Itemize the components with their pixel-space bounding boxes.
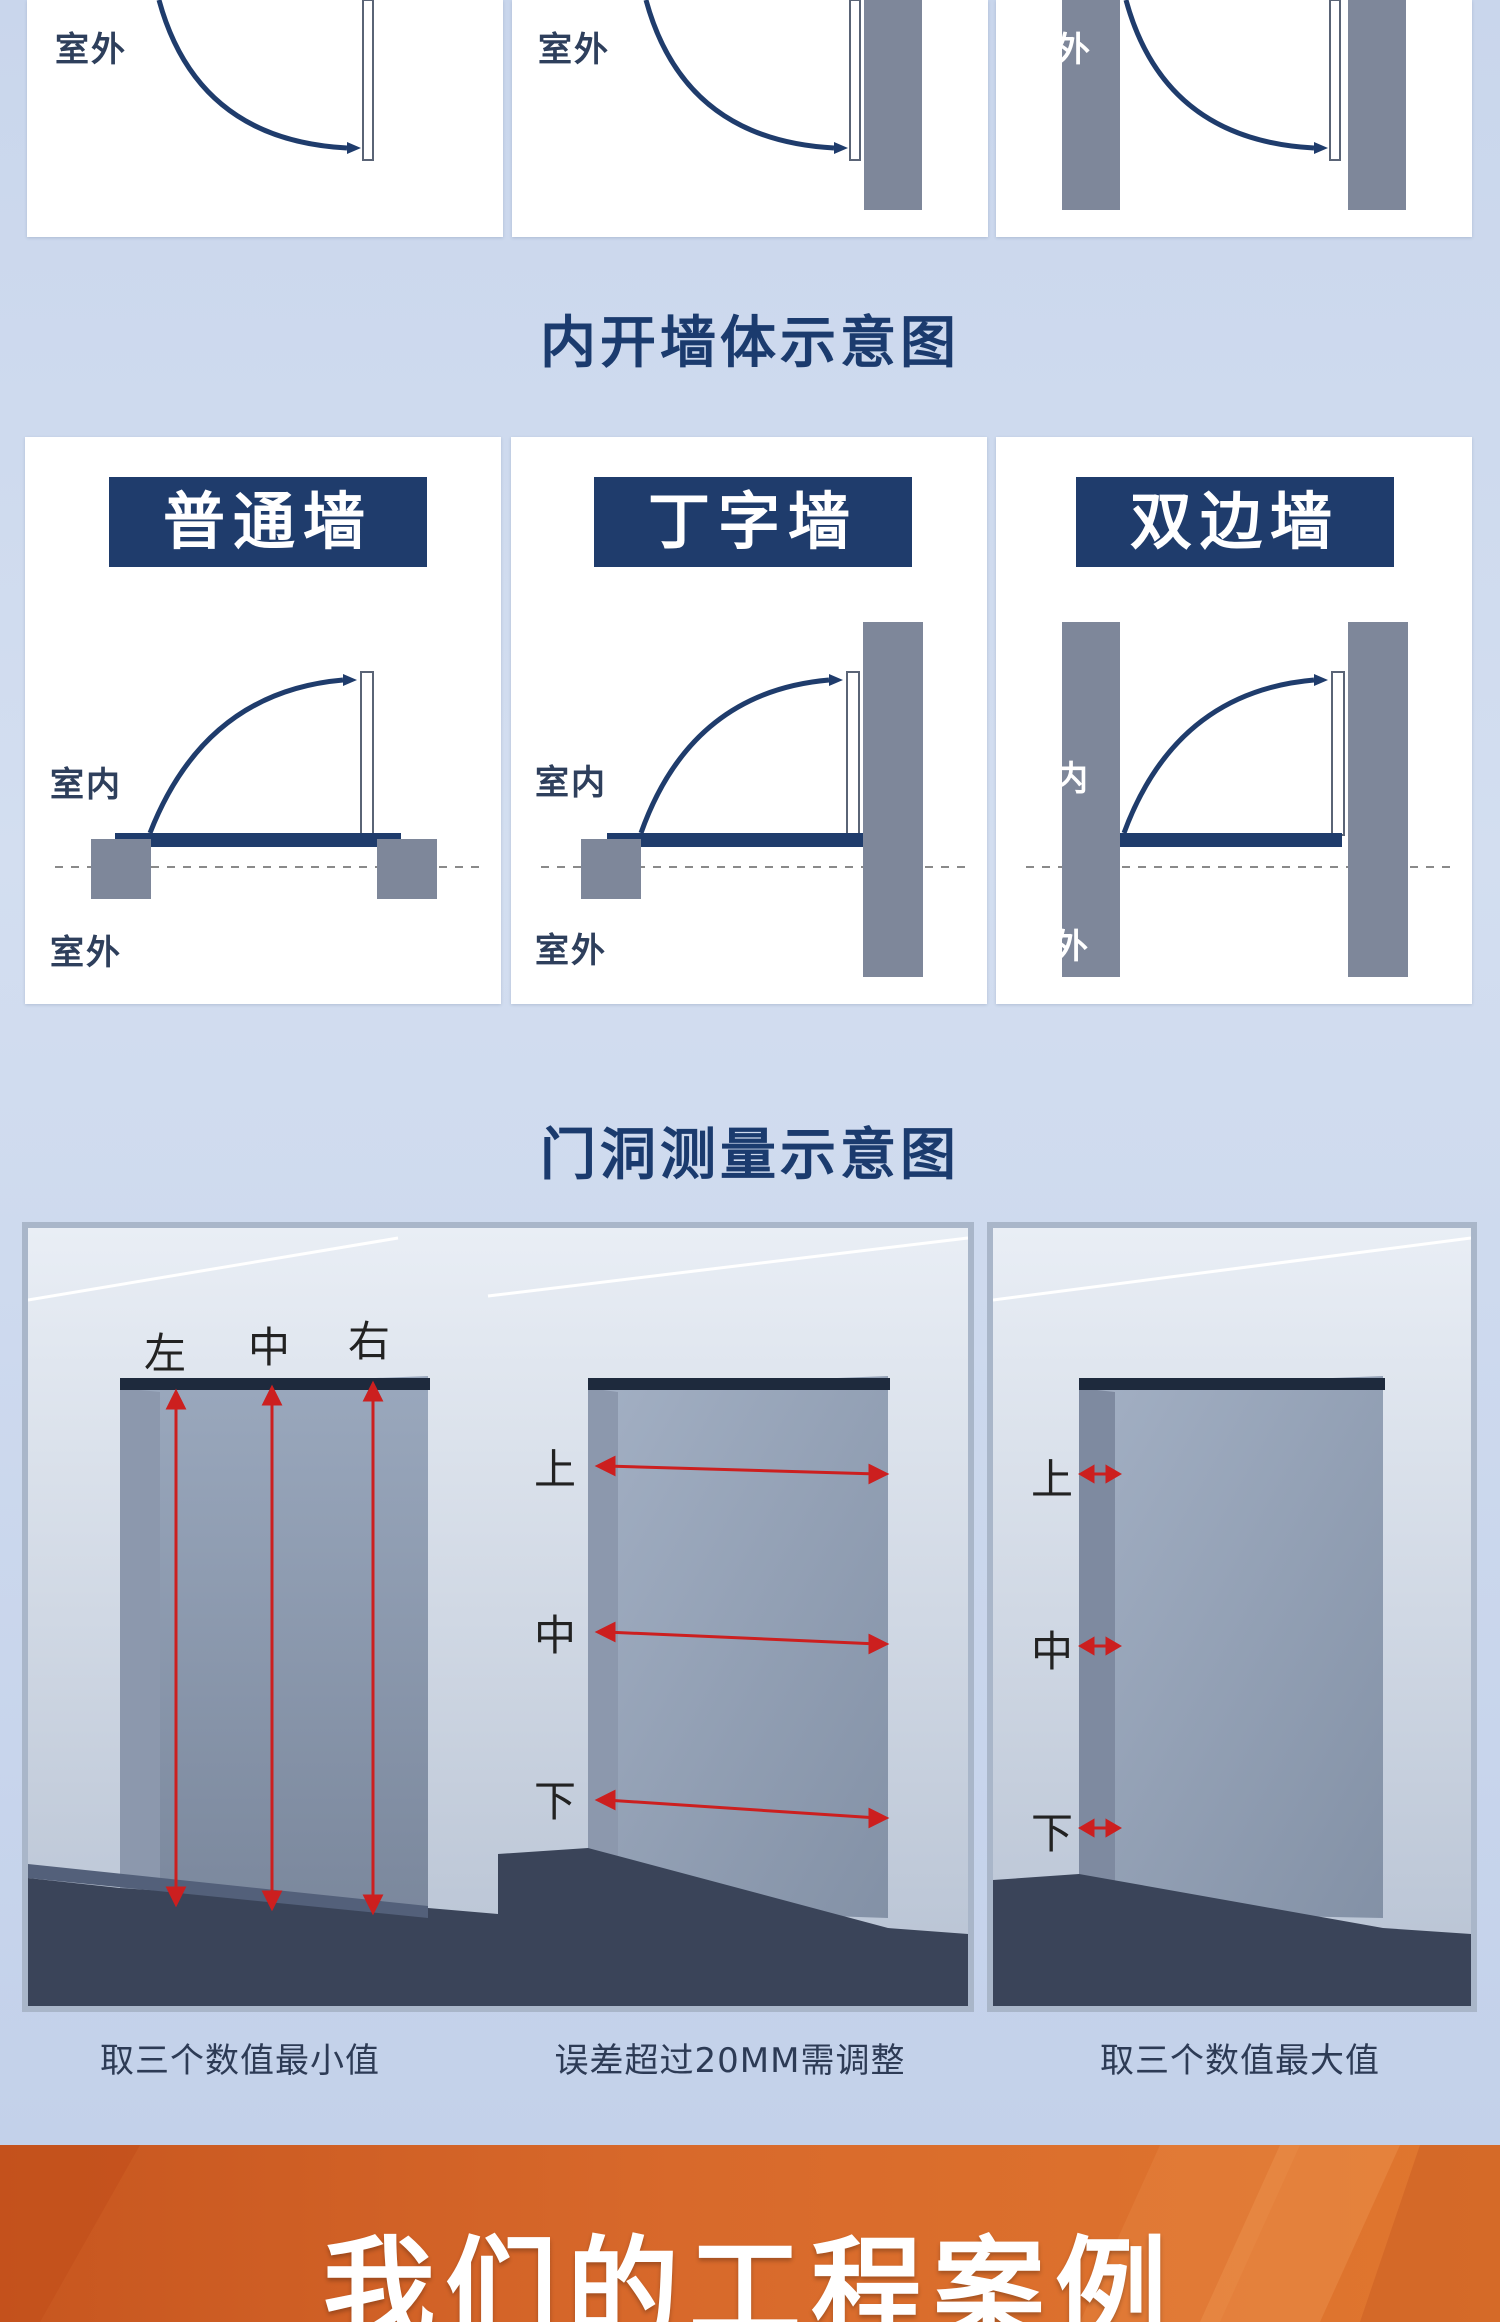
outward-swing-diagram [156, 0, 374, 161]
wall-type-title: 丁字墙 [594, 477, 912, 567]
outdoor-label: 室外 [1018, 927, 1090, 967]
thickness-label-top: 上 [1031, 1455, 1074, 1504]
indoor-label: 室内 [1018, 759, 1090, 799]
outdoor-label: 室外 [50, 933, 122, 973]
inward-panel-ordinary-wall: 普通墙 室内 室外 [25, 437, 501, 1004]
top-panel-1: 室外 [27, 0, 503, 237]
wall-type-title: 双边墙 [1076, 477, 1394, 567]
outdoor-label: 室外 [55, 30, 127, 70]
inward-panel-double-wall: 双边墙 室内 室外 [996, 437, 1472, 1004]
outward-swing-diagram [1062, 0, 1406, 210]
footer-title: 我们的工程案例 [323, 2226, 1177, 2322]
wall-type-title: 普通墙 [109, 477, 427, 567]
inward-section-title: 内开墙体示意图 [540, 311, 960, 376]
width-label-middle: 中 [534, 1611, 577, 1660]
outward-swing-diagram [643, 0, 922, 210]
top-panel-3: 室外 [996, 0, 1472, 237]
wall-thickness-illustration [993, 1228, 1471, 2006]
measure-panel-wide: 左 中 右 上 中 下 [22, 1222, 974, 2012]
inward-swing-diagram [55, 671, 485, 899]
measure-section-title: 门洞测量示意图 [540, 1123, 960, 1188]
caption-max-value: 取三个数值最大值 [1100, 2041, 1380, 2081]
door-opening-illustration [28, 1228, 968, 2006]
footer-banner: 我们的工程案例 [0, 2145, 1500, 2322]
inward-panel-t-wall: 丁字墙 室内 室外 [511, 437, 987, 1004]
footer-chevron-decoration [0, 2145, 1500, 2322]
caption-error-adjust: 误差超过20MM需调整 [554, 2041, 906, 2081]
height-label-middle: 中 [248, 1323, 291, 1372]
measure-panel-thickness: 上 中 下 [987, 1222, 1477, 2012]
outdoor-label: 室外 [535, 931, 607, 971]
outdoor-label: 室外 [538, 30, 610, 70]
thickness-label-middle: 中 [1031, 1627, 1074, 1676]
width-label-top: 上 [534, 1445, 577, 1494]
inward-swing-diagram [541, 622, 971, 977]
indoor-label: 室内 [535, 763, 607, 803]
caption-min-value: 取三个数值最小值 [100, 2041, 380, 2081]
thickness-label-bottom: 下 [1031, 1809, 1074, 1858]
indoor-label: 室内 [50, 765, 122, 805]
height-label-left: 左 [144, 1329, 187, 1378]
width-label-bottom: 下 [534, 1777, 577, 1826]
height-label-right: 右 [348, 1317, 391, 1366]
top-panel-2: 室外 [512, 0, 988, 237]
outdoor-label: 室外 [1020, 30, 1092, 70]
inward-swing-diagram [1026, 622, 1456, 977]
